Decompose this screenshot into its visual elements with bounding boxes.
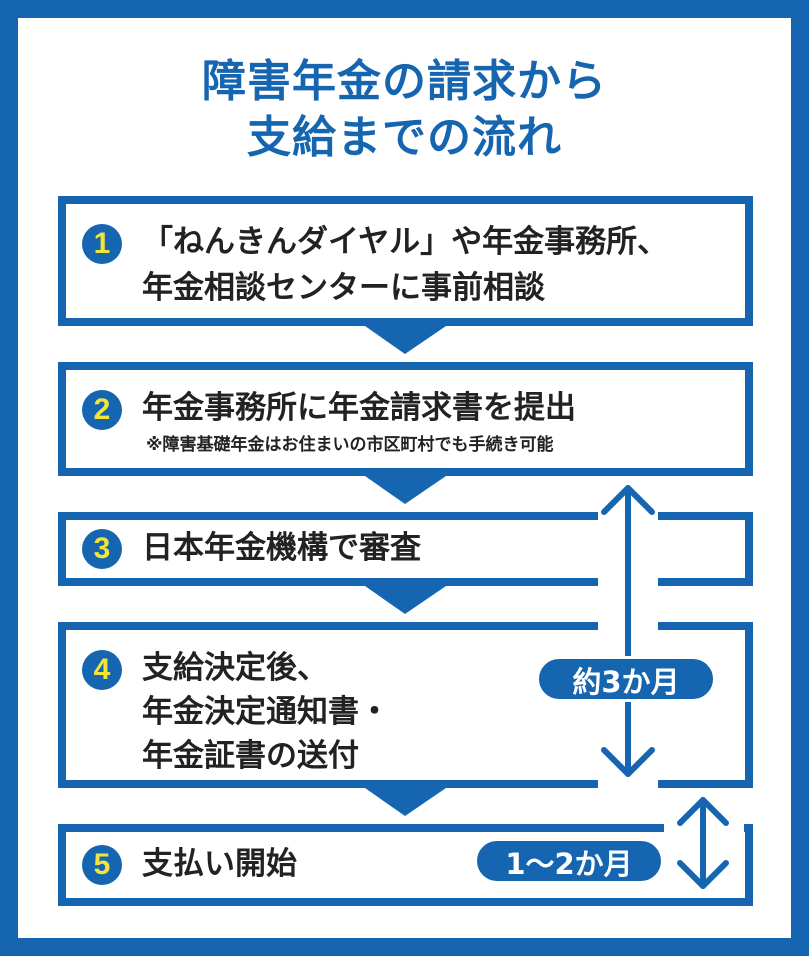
arrow-down-1-2 [365,326,446,354]
step-1-box: 1 「ねんきんダイヤル」や年金事務所、 年金相談センターに事前相談 [58,196,753,326]
title-line-2: 支給までの流れ [247,112,562,163]
step-1-number: 1 [82,224,122,264]
arrow-down-3-4 [365,586,446,614]
step-4-box: 4 支給決定後、 年金決定通知書・ 年金証書の送付 [58,622,753,788]
step-4-text-line-1: 支給決定後、 [142,650,328,686]
step-4-text-line-3: 年金証書の送付 [142,738,359,774]
step-5-text: 支払い開始 [142,846,297,882]
step-4-text-line-2: 年金決定通知書・ [142,694,390,730]
duration-badge-1-2-months: 1～2か月 [474,838,664,884]
step-1-text-line-1: 「ねんきんダイヤル」や年金事務所、 [142,224,669,260]
step-1-text-line-2: 年金相談センターに事前相談 [142,270,545,306]
step-5-number: 5 [82,845,122,885]
step-2-number: 2 [82,390,122,430]
step-3-text: 日本年金機構で審査 [142,530,421,566]
title-line-1: 障害年金の請求から [202,56,607,107]
arrow-down-4-5 [365,788,446,816]
duration-badge-3-months: 約3か月 [536,656,716,702]
arrow-down-2-3 [365,476,446,504]
duration-arrow-1-2-months [677,797,729,889]
step-3-number: 3 [82,529,122,569]
duration-arrow-3-months [601,485,655,777]
step-2-box: 2 年金事務所に年金請求書を提出 ※障害基礎年金はお住まいの市区町村でも手続き可… [58,362,753,476]
step-2-text: 年金事務所に年金請求書を提出 [142,390,576,426]
step-2-note: ※障害基礎年金はお住まいの市区町村でも手続き可能 [146,435,554,455]
step-3-box: 3 日本年金機構で審査 [58,512,753,586]
step-4-number: 4 [82,650,122,690]
